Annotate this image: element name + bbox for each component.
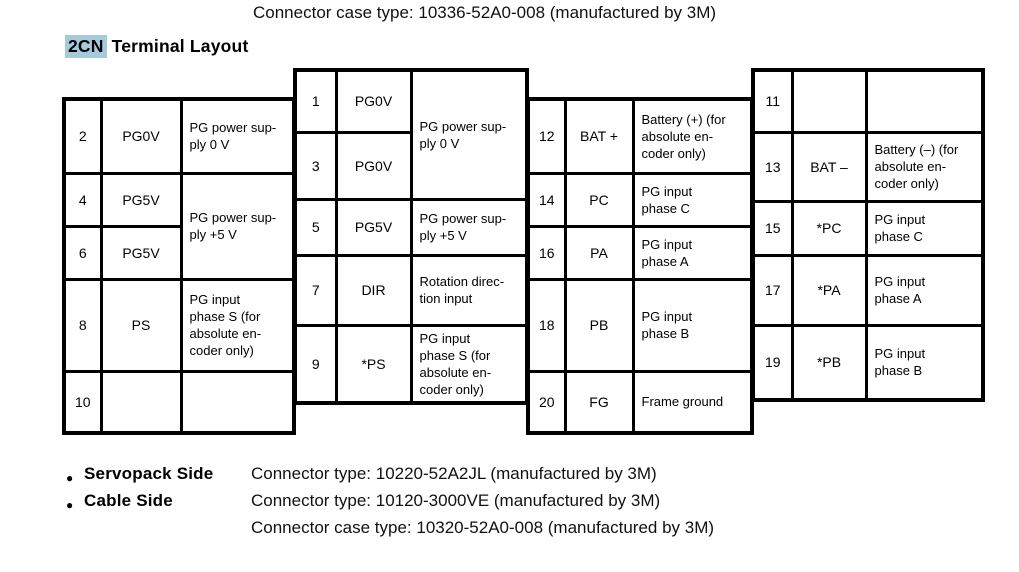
table-row: 8 PS PG input phase S (for absolute en- … <box>62 277 296 373</box>
table-row: 4 PG5V PG power sup- ply +5 V <box>62 171 296 281</box>
table-row: 1 PG0V PG power sup- ply 0 V <box>293 68 529 201</box>
pin-number: 11 <box>751 68 794 134</box>
note-label: Cable Side <box>84 491 173 510</box>
signal-description <box>864 68 985 134</box>
pin-number: 2 <box>62 97 103 175</box>
note-cable-case: Connector case type: 10320-52A0-008 (man… <box>66 518 714 545</box>
table-row: 10 <box>62 369 296 435</box>
bullet-icon: ● <box>66 497 74 512</box>
pin-number: 10 <box>62 369 103 435</box>
note-cable-side: ● Cable Side Connector type: 10120-3000V… <box>66 491 714 518</box>
signal-name: BAT – <box>790 130 868 203</box>
signal-description: Frame ground <box>631 369 754 435</box>
signal-name: FG <box>563 369 635 435</box>
signal-name: PG0V <box>334 130 413 201</box>
pin-number: 6 <box>62 224 103 281</box>
pin-number: 15 <box>751 199 794 257</box>
signal-name: PG5V <box>99 224 183 281</box>
signal-name: PS <box>99 277 183 373</box>
connector-notes: ● Servopack Side Connector type: 10220-5… <box>66 464 714 545</box>
signal-name: PB <box>563 277 635 373</box>
signal-description: PG input phase A <box>631 224 754 281</box>
signal-description: PG power sup- ply 0 V <box>179 97 296 175</box>
table-row: 17 *PA PG input phase A <box>751 253 985 327</box>
pin-number: 14 <box>526 171 567 228</box>
pin-number: 1 <box>293 68 338 134</box>
pin-number: 13 <box>751 130 794 203</box>
table-row: 6 PG5V <box>62 224 294 281</box>
signal-name: PA <box>563 224 635 281</box>
terminal-table-even-right: 12 BAT + Battery (+) (for absolute en- c… <box>526 97 754 435</box>
signal-name: *PC <box>790 199 868 257</box>
pin-number: 19 <box>751 323 794 402</box>
terminal-table-even-left: 2 PG0V PG power sup- ply 0 V 4 PG5V PG p… <box>62 97 296 435</box>
table-row: 3 PG0V <box>293 130 527 201</box>
note-value: Connector type: 10220-52A2JL (manufactur… <box>251 464 657 483</box>
note-value: Connector type: 10120-3000VE (manufactur… <box>251 491 661 510</box>
pin-number: 18 <box>526 277 567 373</box>
signal-name: PG0V <box>334 68 413 134</box>
note-servopack-side: ● Servopack Side Connector type: 10220-5… <box>66 464 714 491</box>
signal-name: PG5V <box>334 197 413 257</box>
table-row: 7 DIR Rotation direc- tion input <box>293 253 529 327</box>
pin-number: 4 <box>62 171 103 228</box>
signal-description: PG input phase B <box>631 277 754 373</box>
signal-description: Battery (+) (for absolute en- coder only… <box>631 97 754 175</box>
signal-description: PG input phase A <box>864 253 985 327</box>
table-row: 11 <box>751 68 985 134</box>
signal-description: PG power sup- ply +5 V <box>409 197 529 257</box>
pin-number: 12 <box>526 97 567 175</box>
table-row: 20 FG Frame ground <box>526 369 754 435</box>
table-row: 18 PB PG input phase B <box>526 277 754 373</box>
connector-case-note-top: Connector case type: 10336-52A0-008 (man… <box>253 3 717 22</box>
signal-name <box>790 68 868 134</box>
signal-description <box>179 369 296 435</box>
section-title-tag-highlight: 2CN <box>65 35 107 58</box>
table-row: 19 *PB PG input phase B <box>751 323 985 402</box>
bullet-icon: ● <box>66 470 74 485</box>
signal-name: *PB <box>790 323 868 402</box>
signal-description: PG input phase S (for absolute en- coder… <box>179 277 296 373</box>
signal-description: PG input phase S (for absolute en- coder… <box>409 323 529 404</box>
table-row: 13 BAT – Battery (–) (for absolute en- c… <box>751 130 985 203</box>
signal-name: PG5V <box>99 171 183 228</box>
signal-description: PG power sup- ply +5 V <box>179 171 296 281</box>
signal-name: *PA <box>790 253 868 327</box>
table-row: 16 PA PG input phase A <box>526 224 754 281</box>
pin-number: 3 <box>293 130 338 201</box>
table-row: 15 *PC PG input phase C <box>751 199 985 257</box>
signal-name: BAT + <box>563 97 635 175</box>
note-value: Connector case type: 10320-52A0-008 (man… <box>251 518 715 537</box>
signal-name <box>99 369 183 435</box>
table-row: 12 BAT + Battery (+) (for absolute en- c… <box>526 97 754 175</box>
signal-description: PG power sup- ply 0 V <box>409 68 529 201</box>
section-title-text: Terminal Layout <box>111 36 249 56</box>
pin-number: 9 <box>293 323 338 404</box>
signal-description: Rotation direc- tion input <box>409 253 529 327</box>
signal-name: PG0V <box>99 97 183 175</box>
signal-description: PG input phase C <box>631 171 754 228</box>
pin-number: 8 <box>62 277 103 373</box>
signal-name: DIR <box>334 253 413 327</box>
signal-name: PC <box>563 171 635 228</box>
pin-number: 16 <box>526 224 567 281</box>
pin-number: 17 <box>751 253 794 327</box>
pin-number: 5 <box>293 197 338 257</box>
note-label: Servopack Side <box>84 464 214 483</box>
terminal-table-odd-right: 11 13 BAT – Battery (–) (for absolute en… <box>751 68 985 402</box>
signal-name: *PS <box>334 323 413 404</box>
pin-number: 20 <box>526 369 567 435</box>
table-row: 9 *PS PG input phase S (for absolute en-… <box>293 323 529 404</box>
table-row: 2 PG0V PG power sup- ply 0 V <box>62 97 296 175</box>
signal-description: PG input phase B <box>864 323 985 402</box>
terminal-table-odd-left: 1 PG0V PG power sup- ply 0 V 3 PG0V 5 PG… <box>293 68 529 405</box>
signal-description: Battery (–) (for absolute en- coder only… <box>864 130 985 203</box>
table-row: 5 PG5V PG power sup- ply +5 V <box>293 197 529 257</box>
pin-number: 7 <box>293 253 338 327</box>
table-row: 14 PC PG input phase C <box>526 171 754 228</box>
signal-description: PG input phase C <box>864 199 985 257</box>
